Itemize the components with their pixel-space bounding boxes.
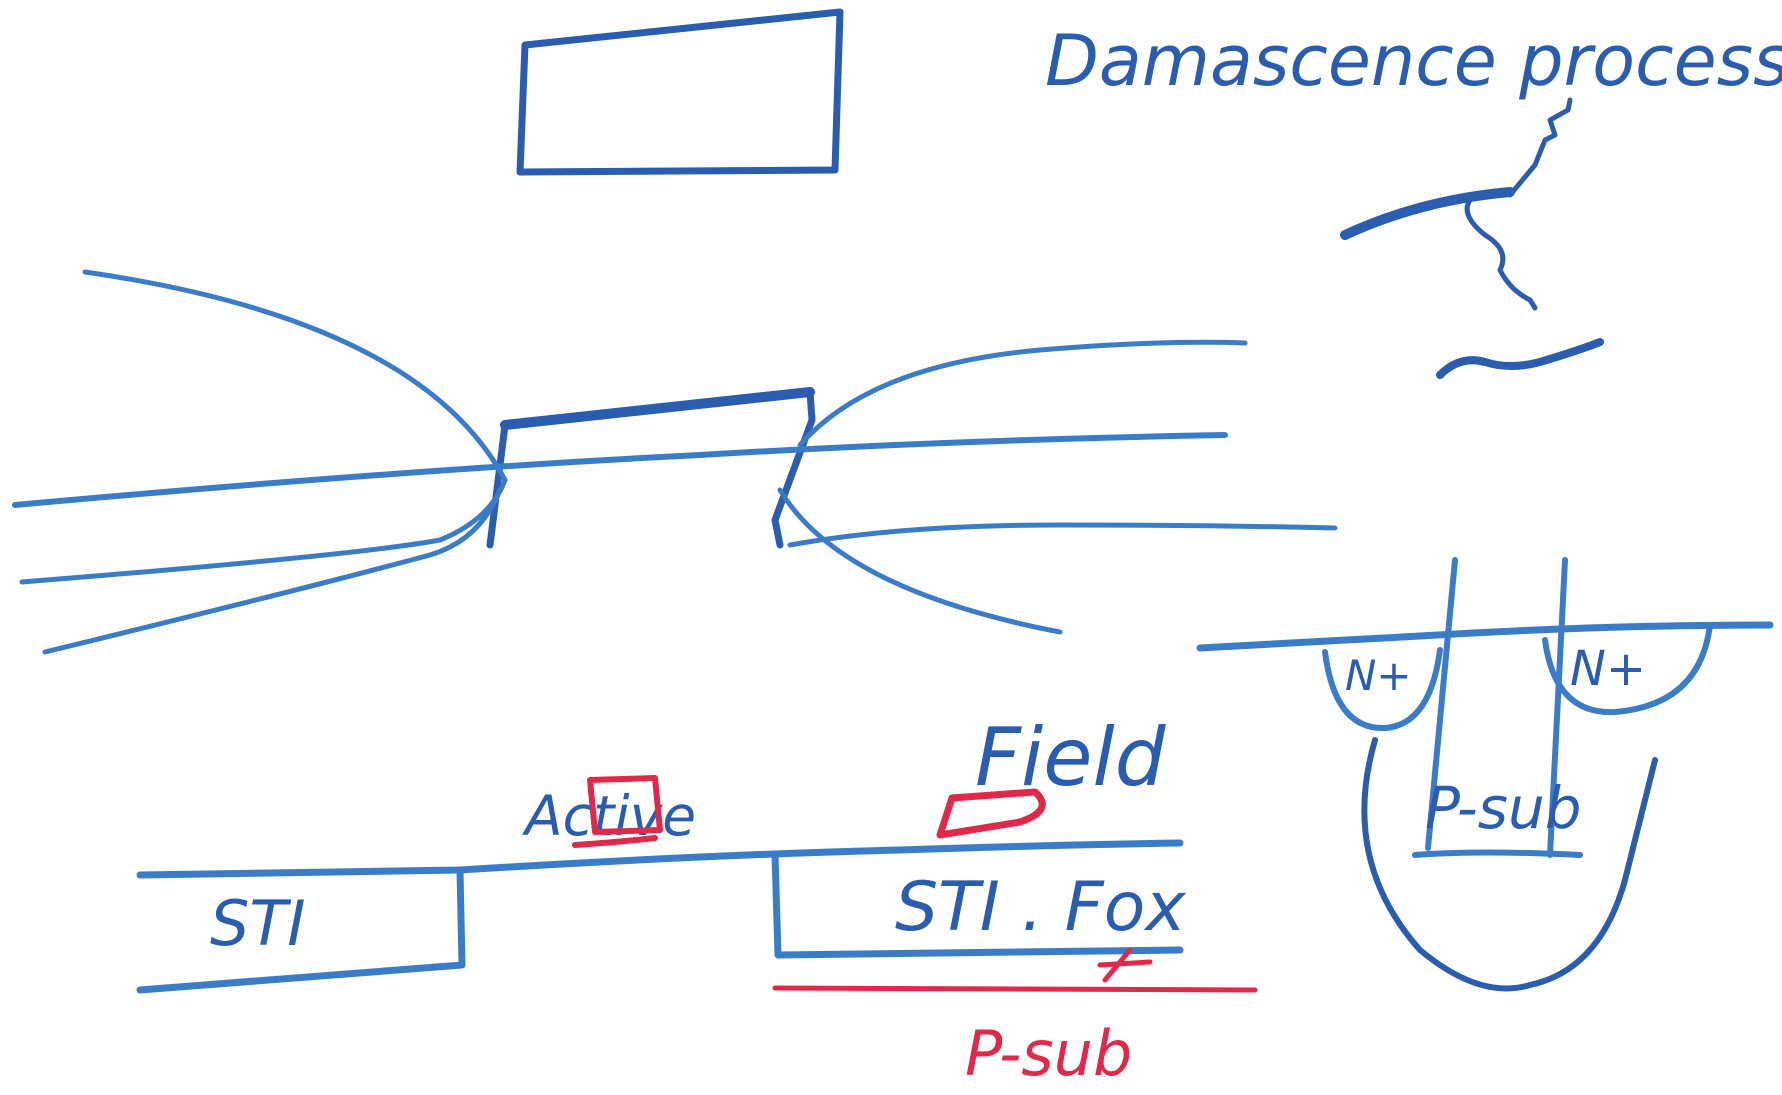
- n-plus-left-label: N+: [1345, 651, 1412, 700]
- crack-line-lower-icon: [1464, 197, 1538, 311]
- gate-line-left: [1425, 557, 1458, 851]
- curve-lower-left-2: [42, 487, 503, 655]
- p-well-outline: [1361, 737, 1658, 992]
- active-label: Active: [522, 784, 696, 848]
- field-highlight-box: [936, 788, 1046, 839]
- active-highlight-box: [587, 775, 663, 835]
- line-right-lower: [787, 522, 1338, 548]
- n-plus-well-left: [1322, 647, 1443, 732]
- red-substrate-line: [772, 985, 1258, 993]
- curve-upper-left: [82, 269, 508, 483]
- diagram-title: Damascence process: [1045, 20, 1782, 102]
- tilde-mark-icon: [1436, 338, 1604, 379]
- red-p-sub-label: P-sub: [965, 1017, 1132, 1090]
- midline-long: [12, 432, 1228, 508]
- sti-left-trench: [136, 866, 466, 994]
- n-plus-right-label: N+: [1570, 641, 1646, 697]
- surface-line: [136, 839, 1184, 879]
- blue-p-sub-label: P-sub: [1425, 774, 1582, 842]
- curve-upper-right: [797, 339, 1248, 448]
- transistor-surface-line: [1196, 621, 1774, 652]
- raised-block-outline: [486, 388, 816, 549]
- red-mark-icon: [1097, 947, 1153, 983]
- crack-line-upper-icon: [1507, 97, 1573, 198]
- field-label: Field: [975, 711, 1167, 804]
- sti-left-label: STI: [210, 887, 306, 960]
- sti-fox-label: STI . Fox: [895, 868, 1186, 947]
- active-underline: [572, 835, 658, 848]
- channel-bottom-line: [1412, 849, 1583, 858]
- raised-block-top: [500, 387, 815, 430]
- gate-line-right: [1547, 557, 1568, 858]
- crack-arc-icon: [1340, 187, 1515, 240]
- curve-lower-right: [777, 487, 1063, 635]
- curve-lower-left-1: [19, 477, 508, 585]
- sti-fox-trench: [771, 851, 1184, 959]
- top-block-outline: [516, 8, 844, 176]
